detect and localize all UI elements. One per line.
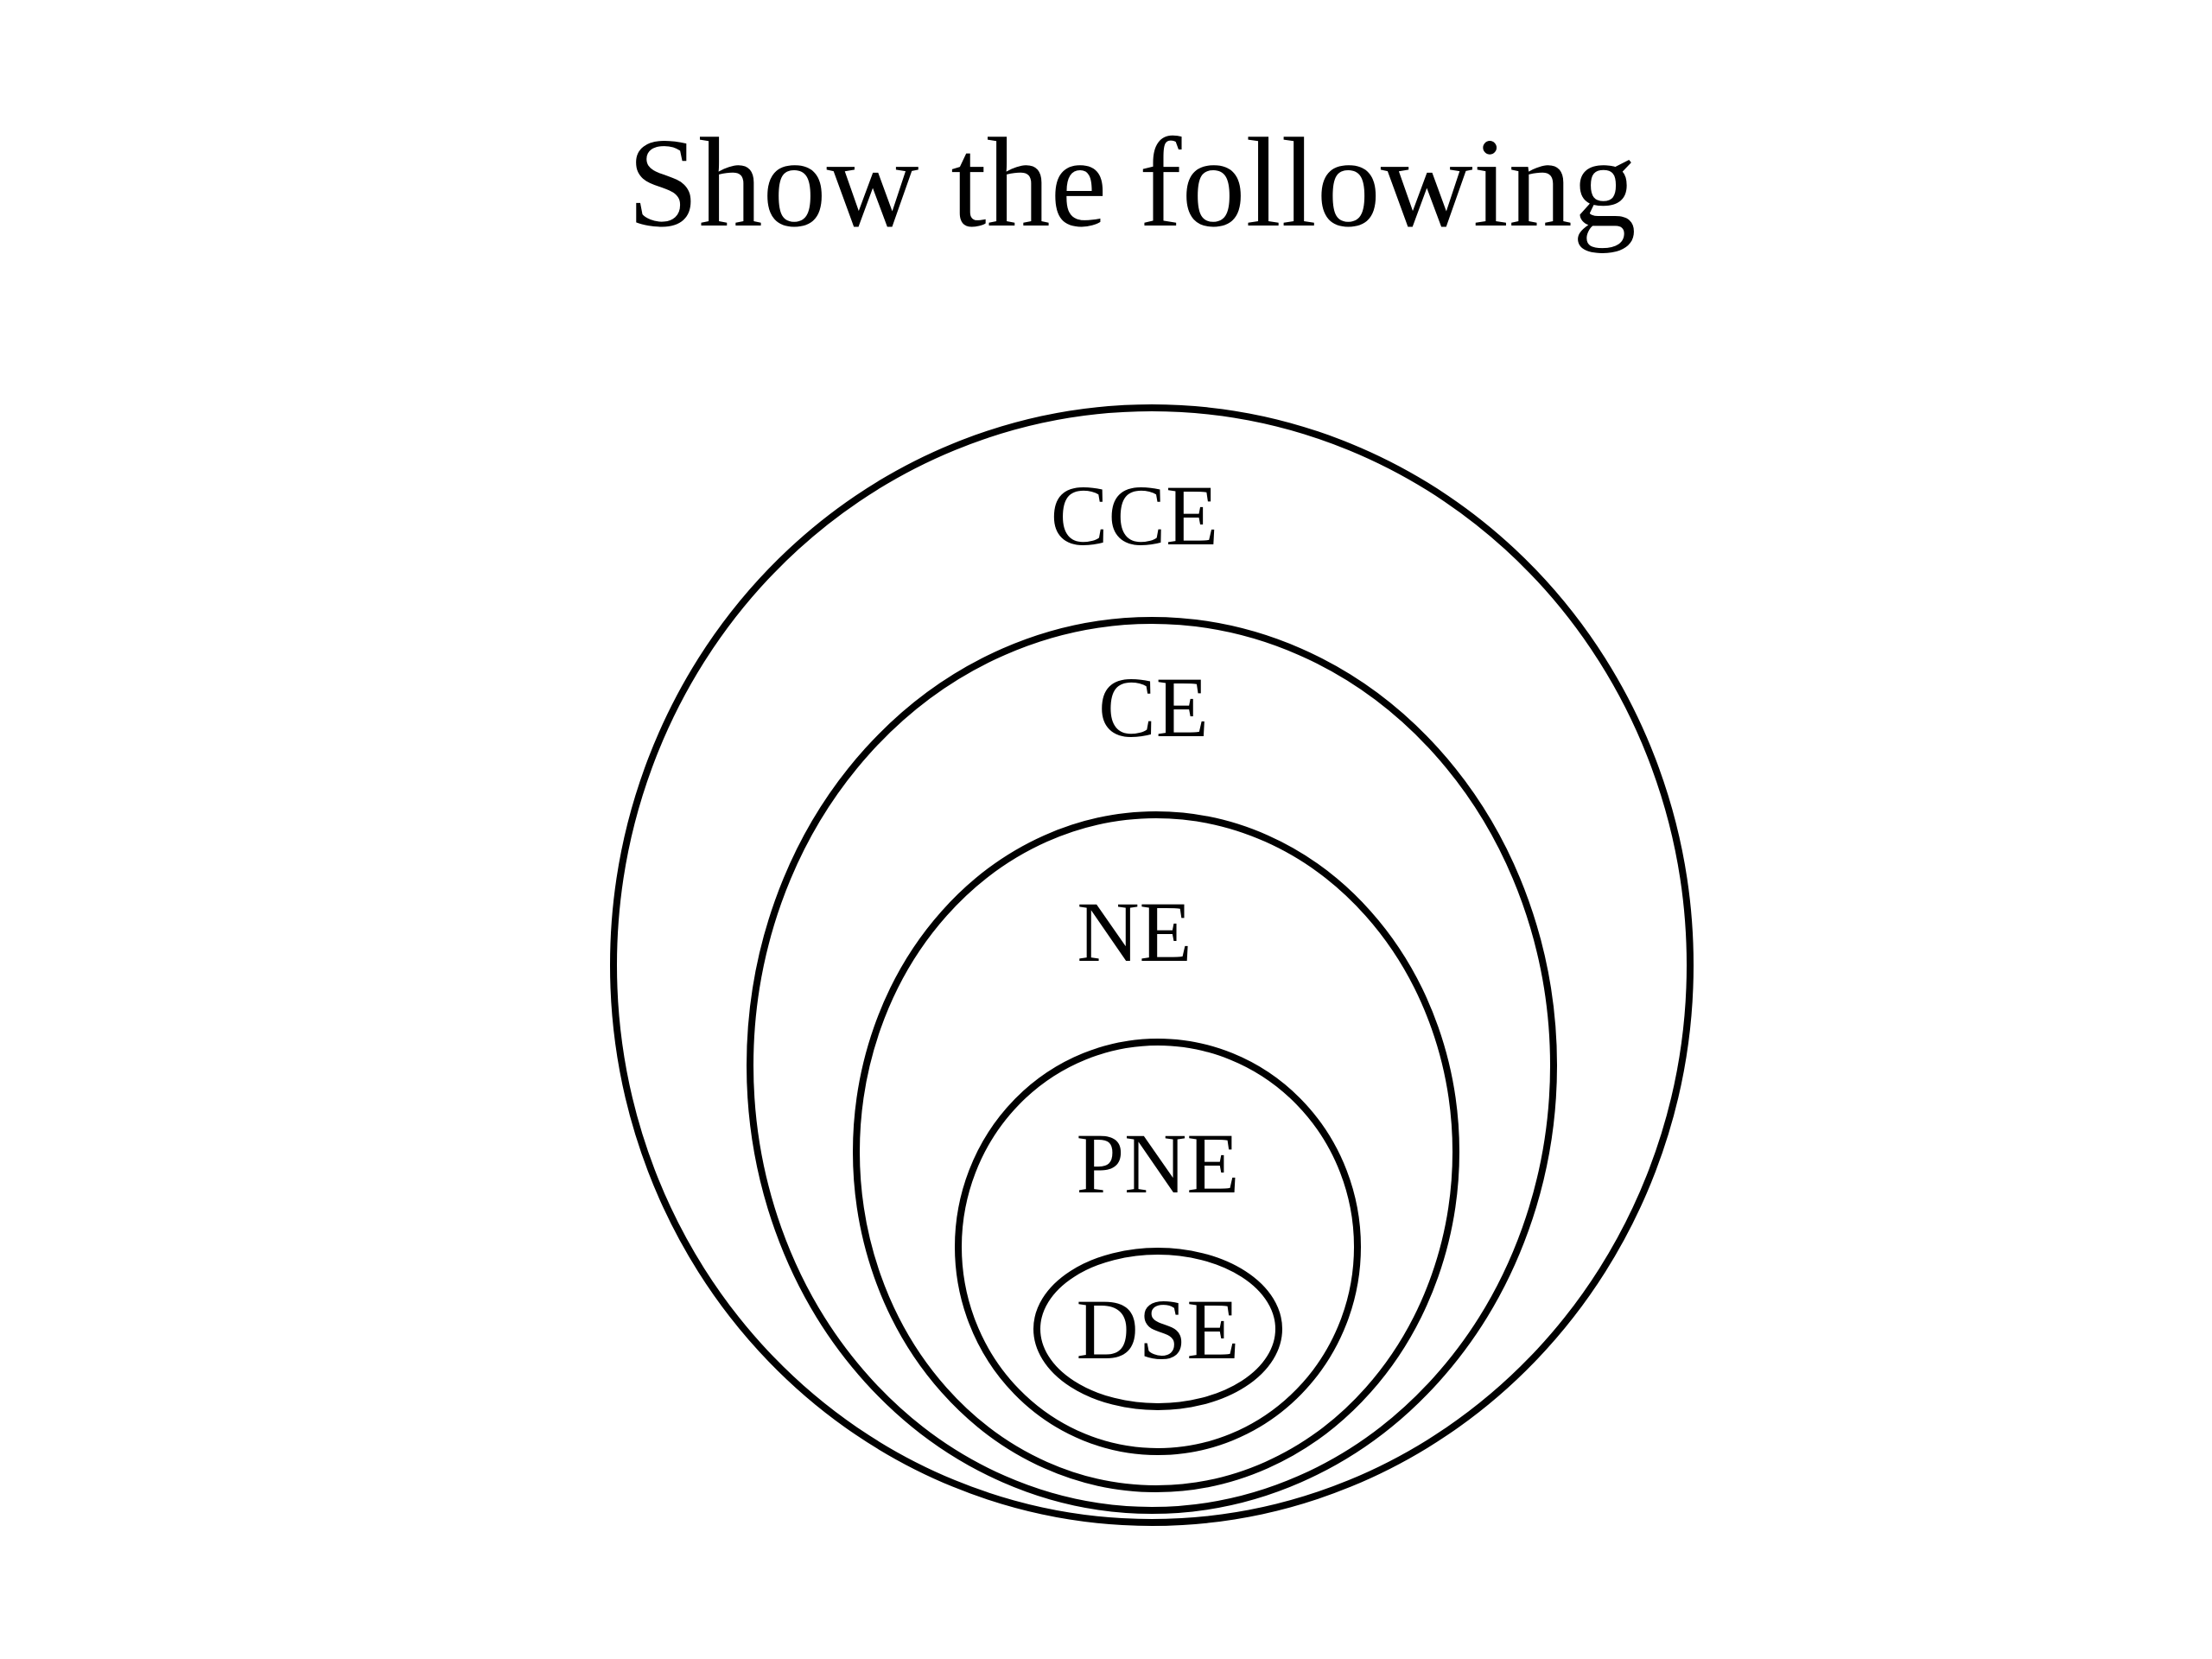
slide-title: Show the following	[627, 112, 1637, 254]
set-pne-boundary	[955, 1039, 1361, 1455]
set-pne-label: PNE	[1077, 1116, 1240, 1211]
set-dse-label: DSE	[1077, 1281, 1240, 1377]
set-ce-label: CE	[1098, 659, 1209, 755]
set-cce-label: CCE	[1051, 467, 1218, 563]
set-cce-boundary	[610, 404, 1694, 1526]
set-ne-label: NE	[1077, 884, 1192, 980]
set-ne-boundary	[853, 811, 1459, 1492]
set-dse-boundary	[1033, 1248, 1282, 1410]
set-ce-boundary	[747, 617, 1557, 1514]
